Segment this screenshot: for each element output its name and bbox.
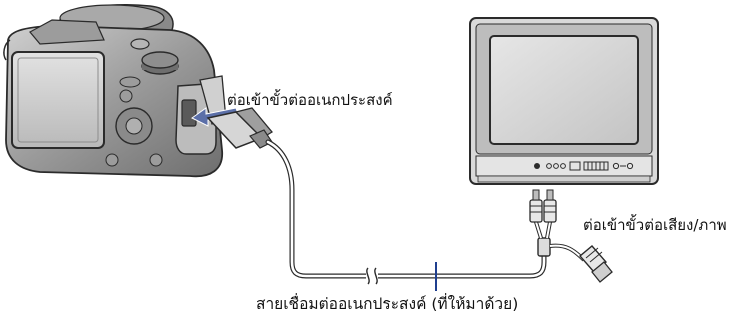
label-multi-terminal: ต่อเข้าขั้วต่ออเนกประสงค์ — [227, 91, 393, 109]
camera-lcd-screen — [11, 51, 105, 149]
usb-plug — [579, 245, 613, 283]
camera-multi-terminal — [181, 99, 197, 127]
camera-shutter-button — [130, 38, 150, 50]
label-multi-cable: สายเชื่อมต่ออเนกประสงค์ (ที่ให้มาด้วย) — [256, 295, 519, 313]
av-plug-left — [529, 189, 543, 223]
tv-screen — [489, 35, 639, 145]
camera — [3, 4, 227, 178]
av-cable-junction — [534, 221, 586, 262]
av-plug-right — [543, 189, 557, 223]
camera-viewfinder — [29, 19, 105, 45]
label-av-terminal: ต่อเข้าขั้วต่อเสียง/ภาพ — [583, 216, 727, 234]
television — [469, 17, 659, 185]
cable-break-mark — [366, 267, 378, 285]
